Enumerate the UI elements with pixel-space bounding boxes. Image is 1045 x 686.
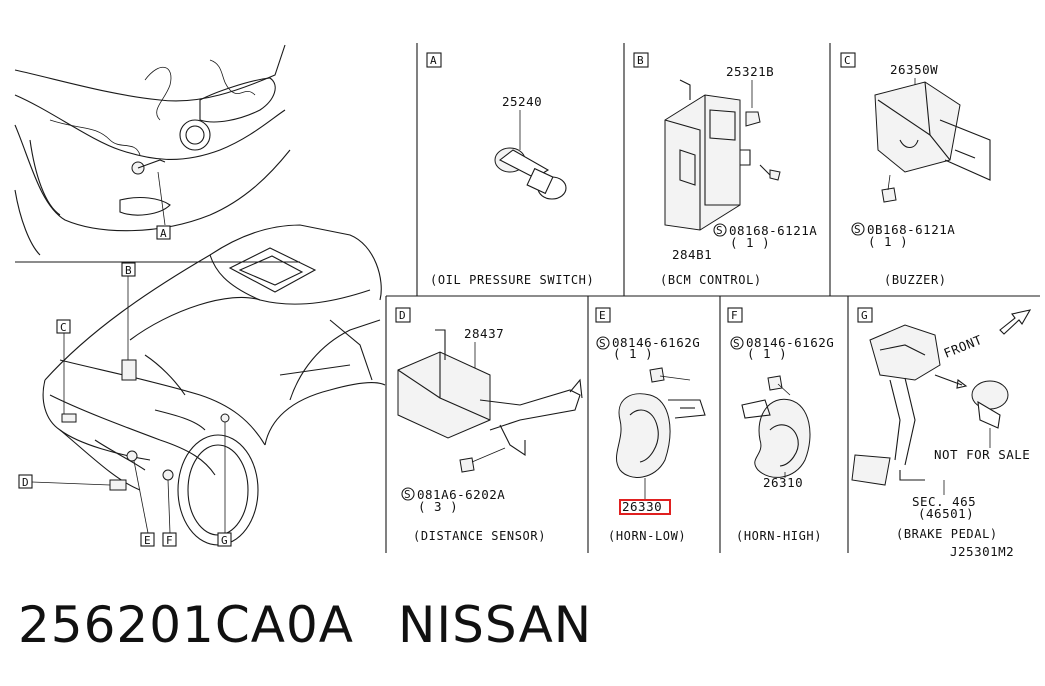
panel-e: E S 08146-6162G ( 1 ) 26330 (HORN-LOW) bbox=[595, 307, 706, 543]
panel-f-screw-number: 08146-6162G bbox=[746, 335, 834, 350]
part-number-caption: 256201CA0A bbox=[18, 596, 355, 654]
panel-a: A 25240 (OIL PRESSURE SWITCH) bbox=[426, 52, 594, 287]
svg-text:S: S bbox=[599, 337, 606, 350]
bcm-control-unit-icon bbox=[664, 79, 751, 231]
panel-c-screw-callout: S 0B168-6121A ( 1 ) bbox=[851, 222, 955, 249]
panel-c-part-number: 26350W bbox=[890, 62, 938, 77]
panel-e-screw-qty: ( 1 ) bbox=[613, 346, 653, 361]
callout-D: D bbox=[22, 476, 29, 489]
panel-d-caption: (DISTANCE SENSOR) bbox=[413, 529, 546, 543]
panel-b-part-number: 284B1 bbox=[672, 247, 712, 262]
panel-e-letter: E bbox=[599, 309, 606, 322]
not-for-sale-label: NOT FOR SALE bbox=[934, 447, 1030, 462]
panel-b-bolt-number: 25321B bbox=[726, 64, 774, 79]
panel-f: F S 08146-6162G ( 1 ) 26310 (HORN-HIGH) bbox=[727, 307, 834, 543]
panel-a-letter: A bbox=[430, 54, 437, 67]
panel-b-letter: B bbox=[637, 54, 644, 67]
sec-sub-label: (46501) bbox=[918, 506, 974, 521]
panel-f-screw-callout: S 08146-6162G ( 1 ) bbox=[730, 335, 834, 361]
panel-e-part-number: 26330 bbox=[622, 499, 662, 514]
callout-G: G bbox=[221, 534, 228, 547]
panel-d: D 28437 S 081A6-6202A ( 3 ) (DISTANCE SE… bbox=[395, 307, 583, 543]
svg-text:S: S bbox=[733, 337, 740, 350]
front-label: FRONT bbox=[942, 332, 985, 361]
panel-a-caption: (OIL PRESSURE SWITCH) bbox=[430, 273, 594, 287]
panel-d-letter: D bbox=[399, 309, 406, 322]
callout-E: E bbox=[144, 534, 151, 547]
panel-b-screw-qty: ( 1 ) bbox=[730, 235, 770, 250]
panel-d-part-number: 28437 bbox=[464, 326, 504, 341]
part-number-highlight-box bbox=[619, 499, 671, 515]
panel-d-screw-callout: S 081A6-6202A ( 3 ) bbox=[401, 487, 505, 514]
bottom-caption: 256201CA0A NISSAN bbox=[18, 596, 636, 654]
svg-text:S: S bbox=[716, 224, 723, 237]
panel-g-caption: (BRAKE PEDAL) bbox=[896, 527, 998, 541]
panel-f-caption: (HORN-HIGH) bbox=[736, 529, 822, 543]
panel-grid bbox=[385, 43, 1040, 553]
callout-F: F bbox=[166, 534, 173, 547]
panel-c-caption: (BUZZER) bbox=[884, 273, 947, 287]
brake-switch-icon bbox=[934, 374, 1009, 448]
panel-d-screw-number: 081A6-6202A bbox=[417, 487, 505, 502]
distance-sensor-icon bbox=[397, 329, 583, 473]
svg-text:S: S bbox=[404, 488, 411, 501]
panel-c-screw-number: 0B168-6121A bbox=[867, 222, 955, 237]
callout-C: C bbox=[60, 321, 67, 334]
panel-b: B 25321B S 08168-6121A ( 1 ) 284B1 (BCM … bbox=[633, 52, 817, 287]
panel-b-screw-number: 08168-6121A bbox=[729, 223, 817, 238]
panel-e-caption: (HORN-LOW) bbox=[608, 529, 686, 543]
svg-text:S: S bbox=[854, 223, 861, 236]
panel-f-screw-qty: ( 1 ) bbox=[747, 346, 787, 361]
overview-car-drawing: A bbox=[14, 44, 386, 547]
front-arrow-icon bbox=[999, 309, 1032, 335]
car-body-view bbox=[42, 224, 386, 546]
panel-g: G FRONT NOT FOR SALE SEC. 465 (46501) (B… bbox=[851, 307, 1032, 541]
brake-pedal-icon bbox=[851, 324, 941, 486]
horn-high-icon bbox=[741, 375, 811, 478]
oil-pressure-switch-icon bbox=[494, 147, 567, 200]
panel-a-part-number: 25240 bbox=[502, 94, 542, 109]
panel-b-caption: (BCM CONTROL) bbox=[660, 273, 762, 287]
bolt-icon bbox=[745, 111, 781, 181]
horn-low-icon bbox=[615, 367, 706, 478]
brand-caption: NISSAN bbox=[398, 596, 593, 654]
overview-callouts: B C D E F G bbox=[18, 262, 232, 547]
panel-d-screw-qty: ( 3 ) bbox=[418, 499, 458, 514]
panel-g-letter: G bbox=[861, 309, 868, 322]
buzzer-icon bbox=[874, 81, 991, 203]
panel-b-screw-callout: S 08168-6121A ( 1 ) bbox=[713, 223, 817, 250]
panel-e-screw-number: 08146-6162G bbox=[612, 335, 700, 350]
callout-A: A bbox=[160, 227, 167, 240]
panel-c: C 26350W S 0B168-6121A ( 1 ) (BUZZER) bbox=[840, 52, 991, 287]
panel-e-screw-callout: S 08146-6162G ( 1 ) bbox=[596, 335, 700, 361]
sec-ref-label: SEC. 465 bbox=[912, 494, 976, 509]
callout-B: B bbox=[125, 264, 132, 277]
drawing-id: J25301M2 bbox=[950, 544, 1014, 559]
panel-f-part-number: 26310 bbox=[763, 475, 803, 490]
panel-c-screw-qty: ( 1 ) bbox=[868, 234, 908, 249]
panel-c-letter: C bbox=[844, 54, 851, 67]
engine-bay-view: A bbox=[14, 44, 300, 263]
panel-f-letter: F bbox=[731, 309, 738, 322]
